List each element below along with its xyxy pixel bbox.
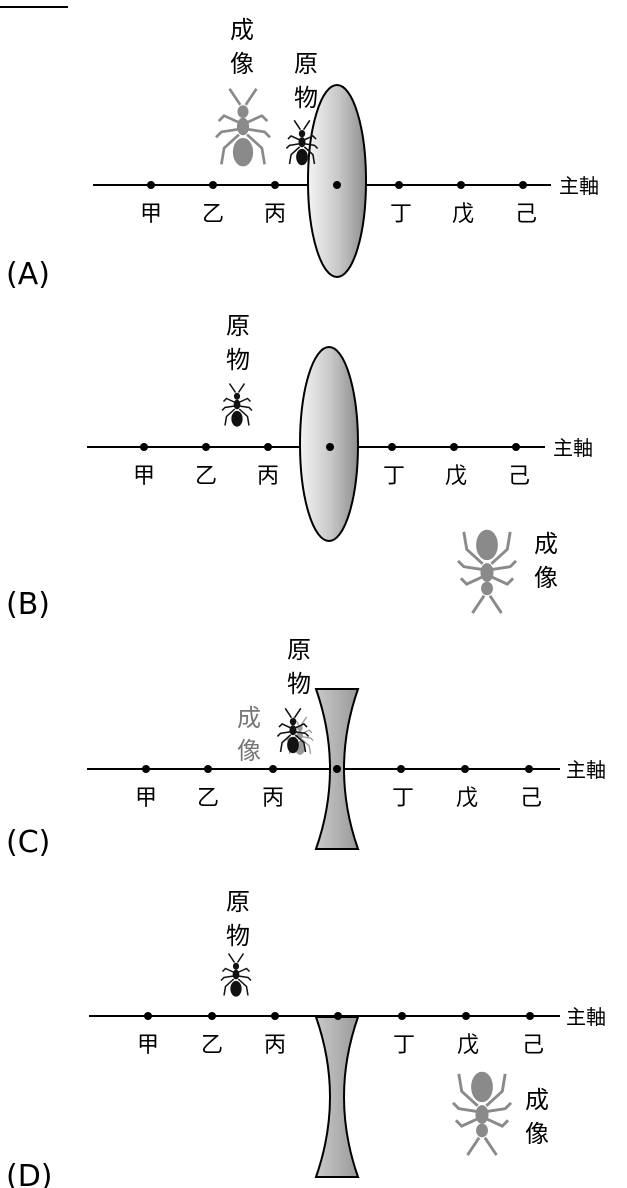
point-label-ding: 丁 — [393, 1033, 415, 1058]
object-ant — [220, 952, 252, 997]
point-label-jia: 甲 — [137, 1033, 159, 1058]
point-label-bing: 丙 — [257, 464, 279, 489]
point-label-ji: 己 — [522, 1033, 544, 1058]
option-label-b: (B) — [6, 587, 50, 622]
axis-points — [142, 765, 533, 773]
object-label-top: 原 — [294, 50, 318, 78]
point-label-ji: 己 — [515, 202, 537, 227]
axis-points — [144, 1012, 534, 1020]
option-label-a: (A) — [6, 257, 50, 292]
object-label-top: 原 — [226, 888, 250, 916]
point-label-bing: 丙 — [264, 1033, 286, 1058]
image-label-top: 成 — [534, 530, 558, 558]
object-ant — [276, 707, 310, 754]
object-label-bottom: 物 — [226, 922, 250, 950]
image-ant — [214, 87, 272, 167]
point-label-yi: 乙 — [197, 786, 219, 811]
point-label-bing: 丙 — [262, 786, 284, 811]
object-ant — [221, 382, 253, 427]
top-rule — [0, 6, 68, 8]
point-label-yi: 乙 — [202, 202, 224, 227]
image-label-bottom: 像 — [230, 50, 254, 78]
main-axis-label: 主軸 — [566, 758, 606, 782]
point-label-jia: 甲 — [133, 464, 155, 489]
object-label-bottom: 物 — [287, 670, 311, 698]
panel-c: 甲 乙 丙 丁 戊 己 主軸 原 物 成 像 (C) — [6, 636, 606, 860]
panel-a: 甲 乙 丙 丁 戊 己 主軸 成 像 原 物 (A) — [6, 16, 599, 292]
point-label-wu: 戊 — [457, 1033, 479, 1058]
object-label-top: 原 — [226, 312, 250, 340]
point-label-yi: 乙 — [195, 464, 217, 489]
point-label-wu: 戊 — [456, 786, 478, 811]
axis-points — [147, 181, 527, 189]
image-ant — [451, 1070, 513, 1157]
point-label-ding: 丁 — [383, 464, 405, 489]
image-label-bottom: 像 — [534, 564, 558, 592]
panel-b: 甲 乙 丙 丁 戊 己 主軸 原 物 成 像 (B) — [6, 312, 593, 622]
concave-lens — [314, 1016, 360, 1178]
object-label-bottom: 物 — [294, 84, 318, 112]
point-label-ding: 丁 — [390, 202, 412, 227]
main-axis-label: 主軸 — [553, 436, 593, 460]
point-label-wu: 戊 — [452, 202, 474, 227]
main-axis-label: 主軸 — [559, 174, 599, 198]
image-label-bottom: 像 — [525, 1120, 549, 1148]
image-label-top: 成 — [230, 16, 254, 44]
point-label-jia: 甲 — [135, 786, 157, 811]
main-axis-label: 主軸 — [566, 1005, 606, 1029]
point-label-ji: 己 — [520, 786, 542, 811]
image-label-top: 成 — [237, 704, 261, 732]
image-label-top: 成 — [525, 1086, 549, 1114]
image-ant — [456, 529, 518, 615]
image-label-bottom: 像 — [237, 737, 261, 765]
object-label-bottom: 物 — [226, 346, 250, 374]
option-label-c: (C) — [6, 825, 50, 860]
point-label-ji: 己 — [508, 464, 530, 489]
point-label-ding: 丁 — [392, 786, 414, 811]
point-label-jia: 甲 — [140, 202, 162, 227]
axis-points — [140, 443, 520, 451]
point-label-bing: 丙 — [264, 202, 286, 227]
point-label-yi: 乙 — [201, 1033, 223, 1058]
option-label-d: (D) — [6, 1159, 53, 1188]
point-label-wu: 戊 — [445, 464, 467, 489]
object-label-top: 原 — [287, 636, 311, 664]
